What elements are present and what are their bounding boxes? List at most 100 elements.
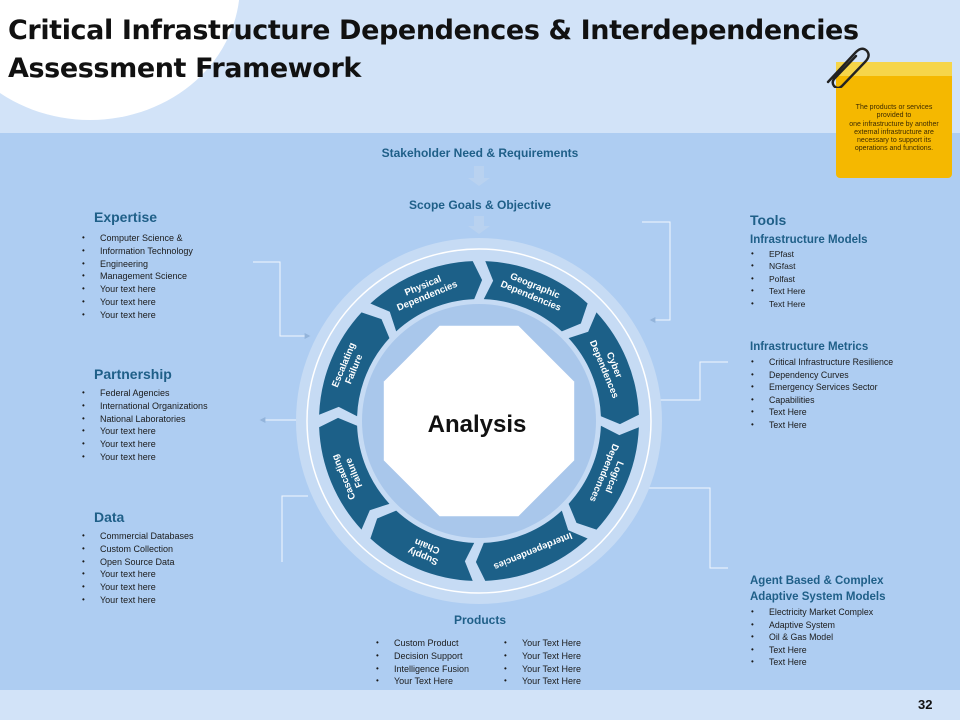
- list-item: Your Text Here: [376, 675, 506, 688]
- list-item: Your Text Here: [504, 650, 634, 663]
- ring-segment: [568, 425, 639, 530]
- infrastructure-metrics-title: Infrastructure Metrics: [750, 341, 869, 353]
- list-item: Custom Collection: [82, 543, 262, 556]
- list-item: NGfast: [751, 260, 931, 273]
- stakeholder-label: Stakeholder Need & Requirements: [381, 146, 579, 160]
- scope-label: Scope Goals & Objective: [408, 198, 552, 212]
- ring-segment-label-line: Chain: [413, 536, 442, 556]
- list-item: Your text here: [82, 594, 262, 607]
- list-item-continued: Capabilities: [751, 394, 941, 407]
- outer-ring-border: [306, 248, 652, 594]
- ring-segment-label-line: Failure: [343, 353, 365, 386]
- list-item: Text Here: [751, 656, 941, 669]
- ring-segment-label-line: Dependencies: [499, 279, 563, 314]
- list-item: Dependency Curves: [751, 369, 941, 382]
- down-arrow-icon: [468, 166, 490, 186]
- list-item: Computer Science &: [82, 232, 262, 245]
- ring-segment-label-line: Logical: [602, 459, 625, 494]
- ring-segment-label: GeographicDependencies: [499, 269, 567, 314]
- analysis-octagon: [383, 325, 575, 517]
- infrastructure-models-list: EPfast NGfast Polfast Text Here Text Her…: [751, 248, 931, 310]
- ring-segment-label-line: Physical: [403, 274, 443, 299]
- list-item: Decision Support: [376, 650, 506, 663]
- list-item: Your Text Here: [504, 637, 634, 650]
- ring-segment-label-line: Cyber: [604, 351, 625, 380]
- ring-segment: [475, 510, 588, 581]
- list-item: Your text here: [82, 425, 262, 438]
- ring-segment: [319, 417, 390, 530]
- ring-segment-label-line: Interdependencies: [492, 530, 574, 572]
- list-item: Open Source Data: [82, 556, 262, 569]
- ring-segment-label: EscalatingFailure: [330, 341, 369, 394]
- products-list-2: Your Text Here Your Text Here Your Text …: [504, 637, 634, 688]
- list-item-continued: Adaptive System: [751, 619, 941, 632]
- list-item: Your text here: [82, 438, 262, 451]
- title-line-1: Critical Infrastructure Dependences & In…: [8, 15, 859, 46]
- list-item: Intelligence Fusion: [376, 663, 506, 676]
- ring-segment-label: PhysicalDependencies: [391, 269, 459, 314]
- agent-models-title: Agent Based & Complex Adaptive System Mo…: [750, 573, 885, 605]
- ring-segment: [483, 261, 588, 332]
- ring-segment-label-line: Cascading: [330, 452, 359, 501]
- products-label: Products: [453, 613, 506, 627]
- list-item: Oil & Gas Model: [751, 631, 941, 644]
- list-item: Commercial Databases: [82, 530, 262, 543]
- list-item: Text Here: [751, 298, 931, 311]
- ring-segment-label-line: Dependences: [587, 442, 621, 503]
- list-item: Your Text Here: [504, 663, 634, 676]
- ring-segment-label-line: Escalating: [330, 341, 358, 389]
- ring-segment-label: Interdependencies: [492, 530, 574, 572]
- list-item: Information Technology: [82, 245, 262, 258]
- ring-segment: [319, 312, 390, 417]
- sticky-note-body: The products or services provided to one…: [836, 76, 952, 178]
- agent-title-line-1: Agent Based & Complex: [750, 575, 884, 587]
- list-item: International Organizations: [82, 400, 262, 413]
- ring-segment-label-line: Dependencies: [395, 279, 459, 314]
- list-item: Your text here: [82, 283, 262, 296]
- list-item: Electricity Market Complex: [751, 606, 941, 619]
- data-title: Data: [94, 509, 125, 525]
- ring-segment-label-line: Dependences: [587, 339, 621, 400]
- analysis-label: Analysis: [428, 411, 527, 438]
- ring-segment: [370, 261, 483, 332]
- list-item: Engineering: [82, 258, 262, 271]
- ring-segment-label: CyberDependences: [587, 334, 631, 399]
- list-item: Emergency Services Sector: [751, 381, 941, 394]
- list-item: Management Science: [82, 270, 262, 283]
- paperclip-icon: [826, 47, 870, 88]
- partnership-title: Partnership: [94, 366, 172, 382]
- page-number: 32: [918, 697, 933, 712]
- title-band: [0, 0, 960, 133]
- list-item: Text Here: [751, 406, 941, 419]
- list-item: National Laboratories: [82, 413, 262, 426]
- sticky-note: The products or services provided to one…: [836, 62, 952, 178]
- data-list: Commercial Databases Custom Collection O…: [82, 530, 262, 607]
- note-line: necessary to support its: [857, 137, 931, 145]
- infrastructure-metrics-list: Critical Infrastructure Resilience Depen…: [751, 356, 941, 432]
- list-item: Your Text Here: [504, 675, 634, 688]
- expertise-list: Computer Science & Information Technolog…: [82, 232, 262, 322]
- ring-segment-label-line: Geographic: [508, 271, 561, 301]
- products-list-1: Custom Product Decision Support Intellig…: [376, 637, 506, 688]
- ring-segment: [370, 510, 475, 581]
- list-item: Custom Product: [376, 637, 506, 650]
- ring-segment-label: SupplyChain: [406, 534, 444, 567]
- inner-ring: [362, 304, 596, 538]
- page-title: Critical Infrastructure Dependences & In…: [8, 12, 908, 88]
- note-line: The products or services: [855, 104, 933, 111]
- list-item-text: Adaptive System: [769, 619, 836, 630]
- ring-segment-label-line: Failure: [343, 456, 365, 489]
- agent-models-list: Electricity Market Complex Adaptive Syst…: [751, 606, 941, 669]
- list-item: Text Here: [751, 419, 941, 432]
- expertise-title: Expertise: [94, 209, 158, 225]
- ring-segment: [568, 312, 639, 425]
- note-line: operations and functions.: [854, 145, 934, 153]
- title-line-2: Assessment Framework: [8, 53, 361, 84]
- list-item: Your text here: [82, 581, 262, 594]
- tools-title: Tools: [750, 212, 787, 228]
- agent-title-line-2: Adaptive System Models: [750, 591, 886, 603]
- list-item: Critical Infrastructure Resilience: [751, 356, 941, 369]
- ring-segment-label: LogicalDependences: [587, 442, 631, 507]
- connector-lines: [253, 221, 728, 569]
